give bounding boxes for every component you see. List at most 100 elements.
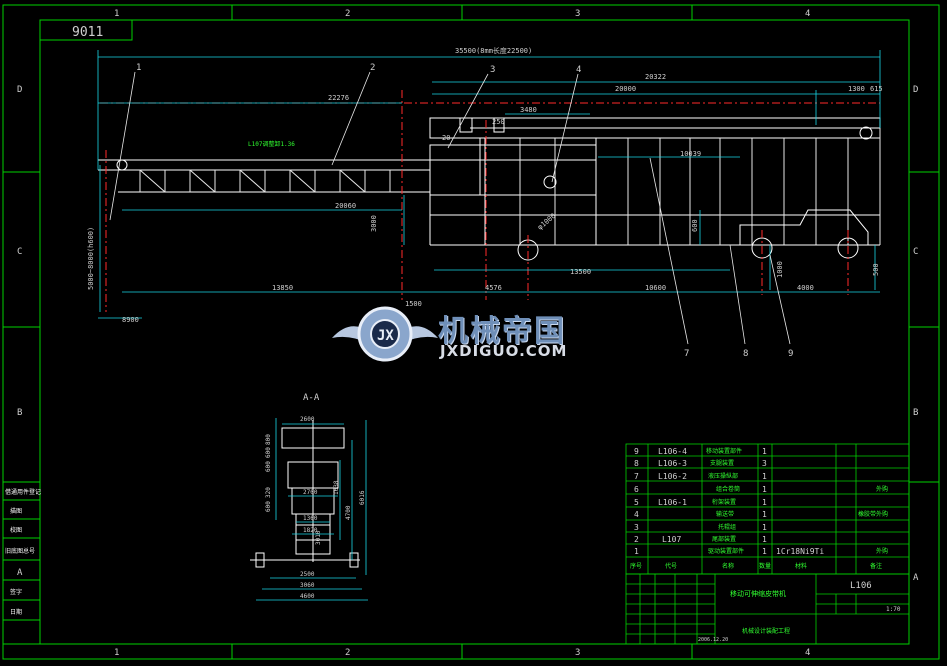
bom-no: 4 bbox=[634, 510, 639, 519]
bom-header-note: 备注 bbox=[870, 562, 882, 570]
grid-row-c-right: C bbox=[913, 247, 918, 257]
grid-col-4-bottom: 4 bbox=[805, 648, 810, 658]
dim-height: 5000~8000(h600) bbox=[87, 227, 95, 290]
grid-col-2-bottom: 2 bbox=[345, 648, 350, 658]
bom-qty: 1 bbox=[762, 485, 767, 494]
bom-mat: 1Cr18Ni9Ti bbox=[776, 547, 824, 556]
left-margin-table bbox=[2, 481, 41, 645]
conveyor-structure bbox=[98, 117, 881, 261]
svg-text:JX: JX bbox=[377, 328, 394, 344]
bom-code: L106-1 bbox=[658, 498, 687, 507]
bom-code: L106-4 bbox=[658, 447, 687, 456]
section-dimension-lines bbox=[256, 418, 368, 601]
callout-3: 3 bbox=[490, 65, 495, 75]
gear-logo-icon: JX bbox=[332, 306, 438, 362]
dim-1000-vert: 1000 bbox=[776, 261, 784, 278]
bom-name: 移动装置部件 bbox=[706, 447, 742, 455]
bom-qty: 1 bbox=[762, 547, 767, 556]
dim-20: 20 bbox=[442, 134, 450, 142]
dim-20000: 20000 bbox=[615, 85, 636, 93]
bom-row: 2 L107 尾部装置 1 bbox=[634, 535, 767, 544]
dim-3480: 3480 bbox=[520, 106, 537, 114]
sec-dim-600c: 600 bbox=[265, 501, 272, 512]
grid-row-d-right: D bbox=[913, 85, 918, 95]
bom-code: L107 bbox=[662, 535, 681, 544]
grid-row-a-left: A bbox=[17, 568, 23, 578]
bom-no: 7 bbox=[634, 472, 639, 481]
margin-label-4: 旧底图总号 bbox=[5, 547, 35, 555]
drawing-code: 9011 bbox=[72, 25, 103, 40]
dim-20322: 20322 bbox=[645, 73, 666, 81]
title-block-grid bbox=[625, 573, 910, 645]
sec-dim-2500: 2500 bbox=[300, 571, 315, 578]
dim-overall: 35500(8mm长度22500) bbox=[455, 46, 532, 55]
bom-no: 8 bbox=[634, 459, 639, 468]
dim-250: 250 bbox=[492, 118, 505, 126]
dim-1300: 1300 bbox=[848, 85, 865, 93]
bom-row: 3 托辊组 1 bbox=[634, 523, 767, 532]
sec-dim-2700: 2700 bbox=[303, 489, 318, 496]
grid-col-1-bottom: 1 bbox=[114, 648, 119, 658]
title-drawing-no: L106 bbox=[850, 581, 872, 591]
watermark-title: 机械帝国 bbox=[438, 314, 566, 349]
inner-border bbox=[39, 19, 910, 645]
centerlines bbox=[100, 90, 880, 312]
bom-qty: 1 bbox=[762, 447, 767, 456]
grid-col-3-top: 3 bbox=[575, 9, 580, 19]
grid-col-2-top: 2 bbox=[345, 9, 350, 19]
callout-1: 1 bbox=[136, 63, 141, 73]
margin-label-1: 借通用件登记 bbox=[5, 488, 41, 496]
margin-label-5: 签字 bbox=[10, 588, 22, 596]
watermark: JX 机械帝国 JXDIGUO.COM bbox=[330, 298, 630, 370]
bom-name: 桁架装置 bbox=[712, 498, 736, 506]
section-a-a bbox=[250, 420, 360, 568]
bom-name: 液压操纵部 bbox=[708, 472, 738, 480]
title-scale: 1:70 bbox=[886, 606, 901, 613]
bom-name: 托辊组 bbox=[718, 523, 736, 531]
dimension-lines bbox=[97, 50, 881, 319]
callout-8: 8 bbox=[743, 349, 748, 359]
dim-600: 600 bbox=[691, 219, 699, 232]
sec-dim-3010: 3010 bbox=[315, 530, 322, 545]
title-subtitle: 机械设计装配工程 bbox=[742, 627, 790, 635]
dim-20060: 20060 bbox=[335, 202, 356, 210]
bom-qty: 1 bbox=[762, 472, 767, 481]
bom-qty: 1 bbox=[762, 510, 767, 519]
bom-header-mat: 材料 bbox=[795, 562, 807, 570]
bom-note: 外购 bbox=[876, 547, 888, 555]
margin-label-3: 校图 bbox=[10, 526, 22, 534]
dim-3000: 3000 bbox=[370, 215, 378, 232]
bom-row: 5 L106-1 桁架装置 1 bbox=[634, 498, 767, 507]
grid-col-3-bottom: 3 bbox=[575, 648, 580, 658]
margin-label-2: 描图 bbox=[10, 507, 22, 515]
grid-row-c-left: C bbox=[17, 247, 22, 257]
bom-qty: 1 bbox=[762, 535, 767, 544]
bom-no: 6 bbox=[634, 485, 639, 494]
bom-row: 6 组合卷筒 1 外购 bbox=[634, 485, 888, 494]
label-l107: L107调整卸1.36 bbox=[248, 140, 295, 148]
bom-row: 4 输送带 1 橡胶带外购 bbox=[634, 510, 888, 519]
sec-dim-1360: 1360 bbox=[303, 515, 318, 522]
bom-name: 尾部装置 bbox=[712, 535, 736, 543]
sec-dim-800: 800 bbox=[265, 434, 272, 445]
bom-header: 序号 代号 名称 数量 材料 备注 bbox=[630, 562, 882, 570]
bom-row: 1 驱动装置部件 1 1Cr18Ni9Ti 外购 bbox=[634, 547, 888, 556]
bom-qty: 1 bbox=[762, 498, 767, 507]
callout-9: 9 bbox=[788, 349, 793, 359]
grid-row-d-left: D bbox=[17, 85, 22, 95]
dim-1500: 1500 bbox=[405, 300, 422, 308]
grid-col-1-top: 1 bbox=[114, 9, 119, 19]
callout-7: 7 bbox=[684, 349, 689, 359]
bom-code: L106-3 bbox=[658, 459, 687, 468]
dim-615: 615 bbox=[870, 85, 883, 93]
sec-dim-4700: 4700 bbox=[345, 505, 352, 520]
bom-rows: 9 L106-4 移动装置部件 1 8 L106-3 支腿装置 3 7 L106… bbox=[634, 447, 888, 556]
dim-4576: 4576 bbox=[485, 284, 502, 292]
bom-table-grid bbox=[625, 443, 910, 575]
sec-dim-4600: 4600 bbox=[300, 593, 315, 600]
drawing-code-box bbox=[39, 19, 133, 41]
bom-no: 2 bbox=[634, 535, 639, 544]
bom-header-code: 代号 bbox=[665, 562, 677, 570]
bom-code: L106-2 bbox=[658, 472, 687, 481]
